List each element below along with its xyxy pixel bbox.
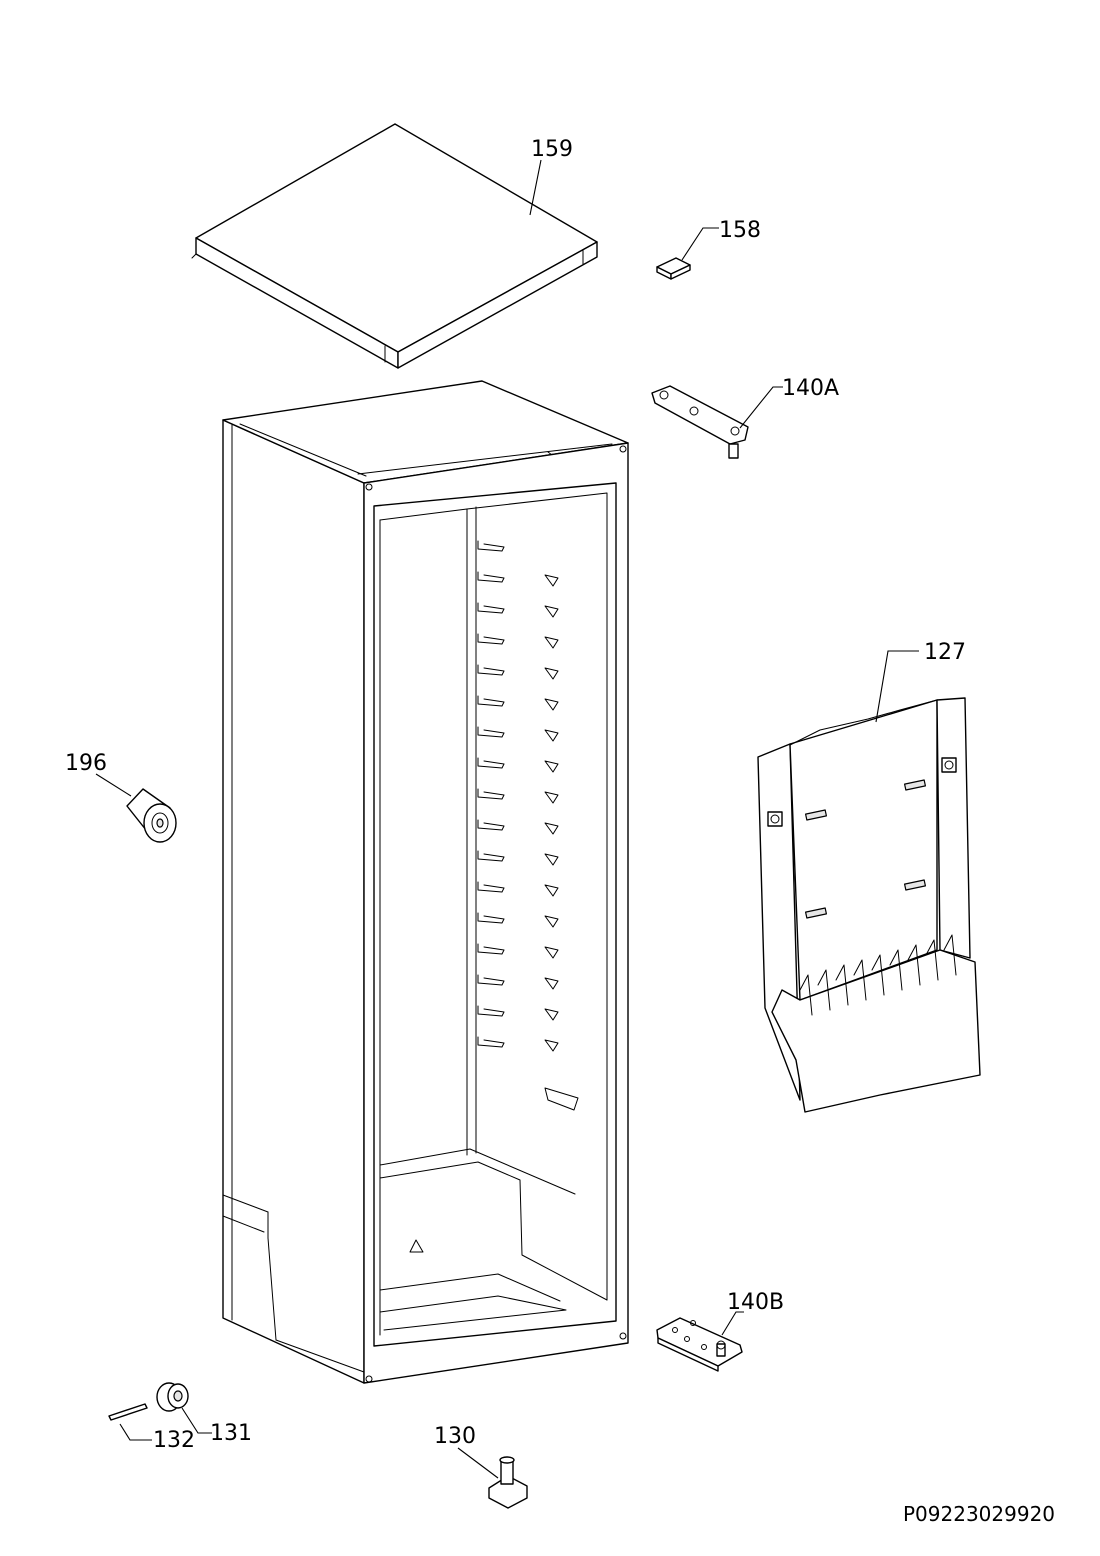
shelf-support <box>544 605 559 618</box>
shelf-support <box>544 574 559 587</box>
label-196: 196 <box>65 751 107 776</box>
shelf-rail <box>477 788 505 800</box>
shelf-support <box>544 698 559 711</box>
shelf-rail <box>477 974 505 986</box>
shelf-support <box>544 946 559 959</box>
shelf-support <box>544 667 559 680</box>
shelf-rail <box>477 757 505 769</box>
leader-lines <box>95 159 919 1479</box>
shelf-rail <box>477 912 505 924</box>
shelf-rail <box>477 633 505 645</box>
panel-rib <box>835 964 849 1006</box>
panel-rib <box>907 944 921 986</box>
panel-rib <box>817 969 831 1011</box>
shelf-support <box>544 729 559 742</box>
panel-rib <box>799 974 813 1016</box>
part-140a-upper-hinge <box>651 385 749 459</box>
shelf-support <box>544 884 559 897</box>
drawing-reference-code: P09223029920 <box>903 1502 1055 1526</box>
label-140a: 140A <box>782 376 839 401</box>
shelf-rail <box>477 850 505 862</box>
label-140b: 140B <box>727 1290 784 1315</box>
shelf-support <box>544 1039 559 1052</box>
panel-rib <box>853 959 867 1001</box>
panel-rib <box>889 949 903 991</box>
label-158: 158 <box>719 218 761 243</box>
part-127-rear-panel <box>757 697 981 1113</box>
label-130: 130 <box>434 1424 476 1449</box>
shelf-rail <box>477 571 505 583</box>
shelf-rail <box>477 695 505 707</box>
part-131-roller <box>156 1382 189 1412</box>
label-159: 159 <box>531 137 573 162</box>
part-140b-lower-hinge <box>656 1317 743 1372</box>
part-158-clip <box>656 257 691 280</box>
part-130-adjustable-foot <box>488 1456 528 1509</box>
panel-rib <box>943 934 957 976</box>
part-159-top-cover <box>191 123 598 369</box>
shelf-rail <box>477 726 505 738</box>
panel-rib <box>871 954 885 996</box>
label-131: 131 <box>210 1421 252 1446</box>
shelf-support <box>544 636 559 649</box>
shelf-rail <box>477 540 505 552</box>
shelf-support <box>544 760 559 773</box>
shelf-support <box>544 977 559 990</box>
shelf-support <box>544 822 559 835</box>
shelf-support <box>544 791 559 804</box>
shelf-support <box>544 853 559 866</box>
part-132-pin <box>108 1403 148 1421</box>
part-196-plug <box>126 788 177 843</box>
shelf-rail <box>477 602 505 614</box>
shelf-support <box>544 915 559 928</box>
crisper-support <box>544 1087 579 1111</box>
shelf-rail <box>477 664 505 676</box>
shelf-rail <box>477 1036 505 1048</box>
shelf-rail <box>477 943 505 955</box>
shelf-rail <box>477 819 505 831</box>
shelf-support <box>544 1008 559 1021</box>
cabinet-body <box>222 380 629 1384</box>
shelf-rail <box>477 1005 505 1017</box>
panel-rib <box>925 939 939 981</box>
label-127: 127 <box>924 640 966 665</box>
label-132: 132 <box>153 1428 195 1453</box>
shelf-rail <box>477 881 505 893</box>
